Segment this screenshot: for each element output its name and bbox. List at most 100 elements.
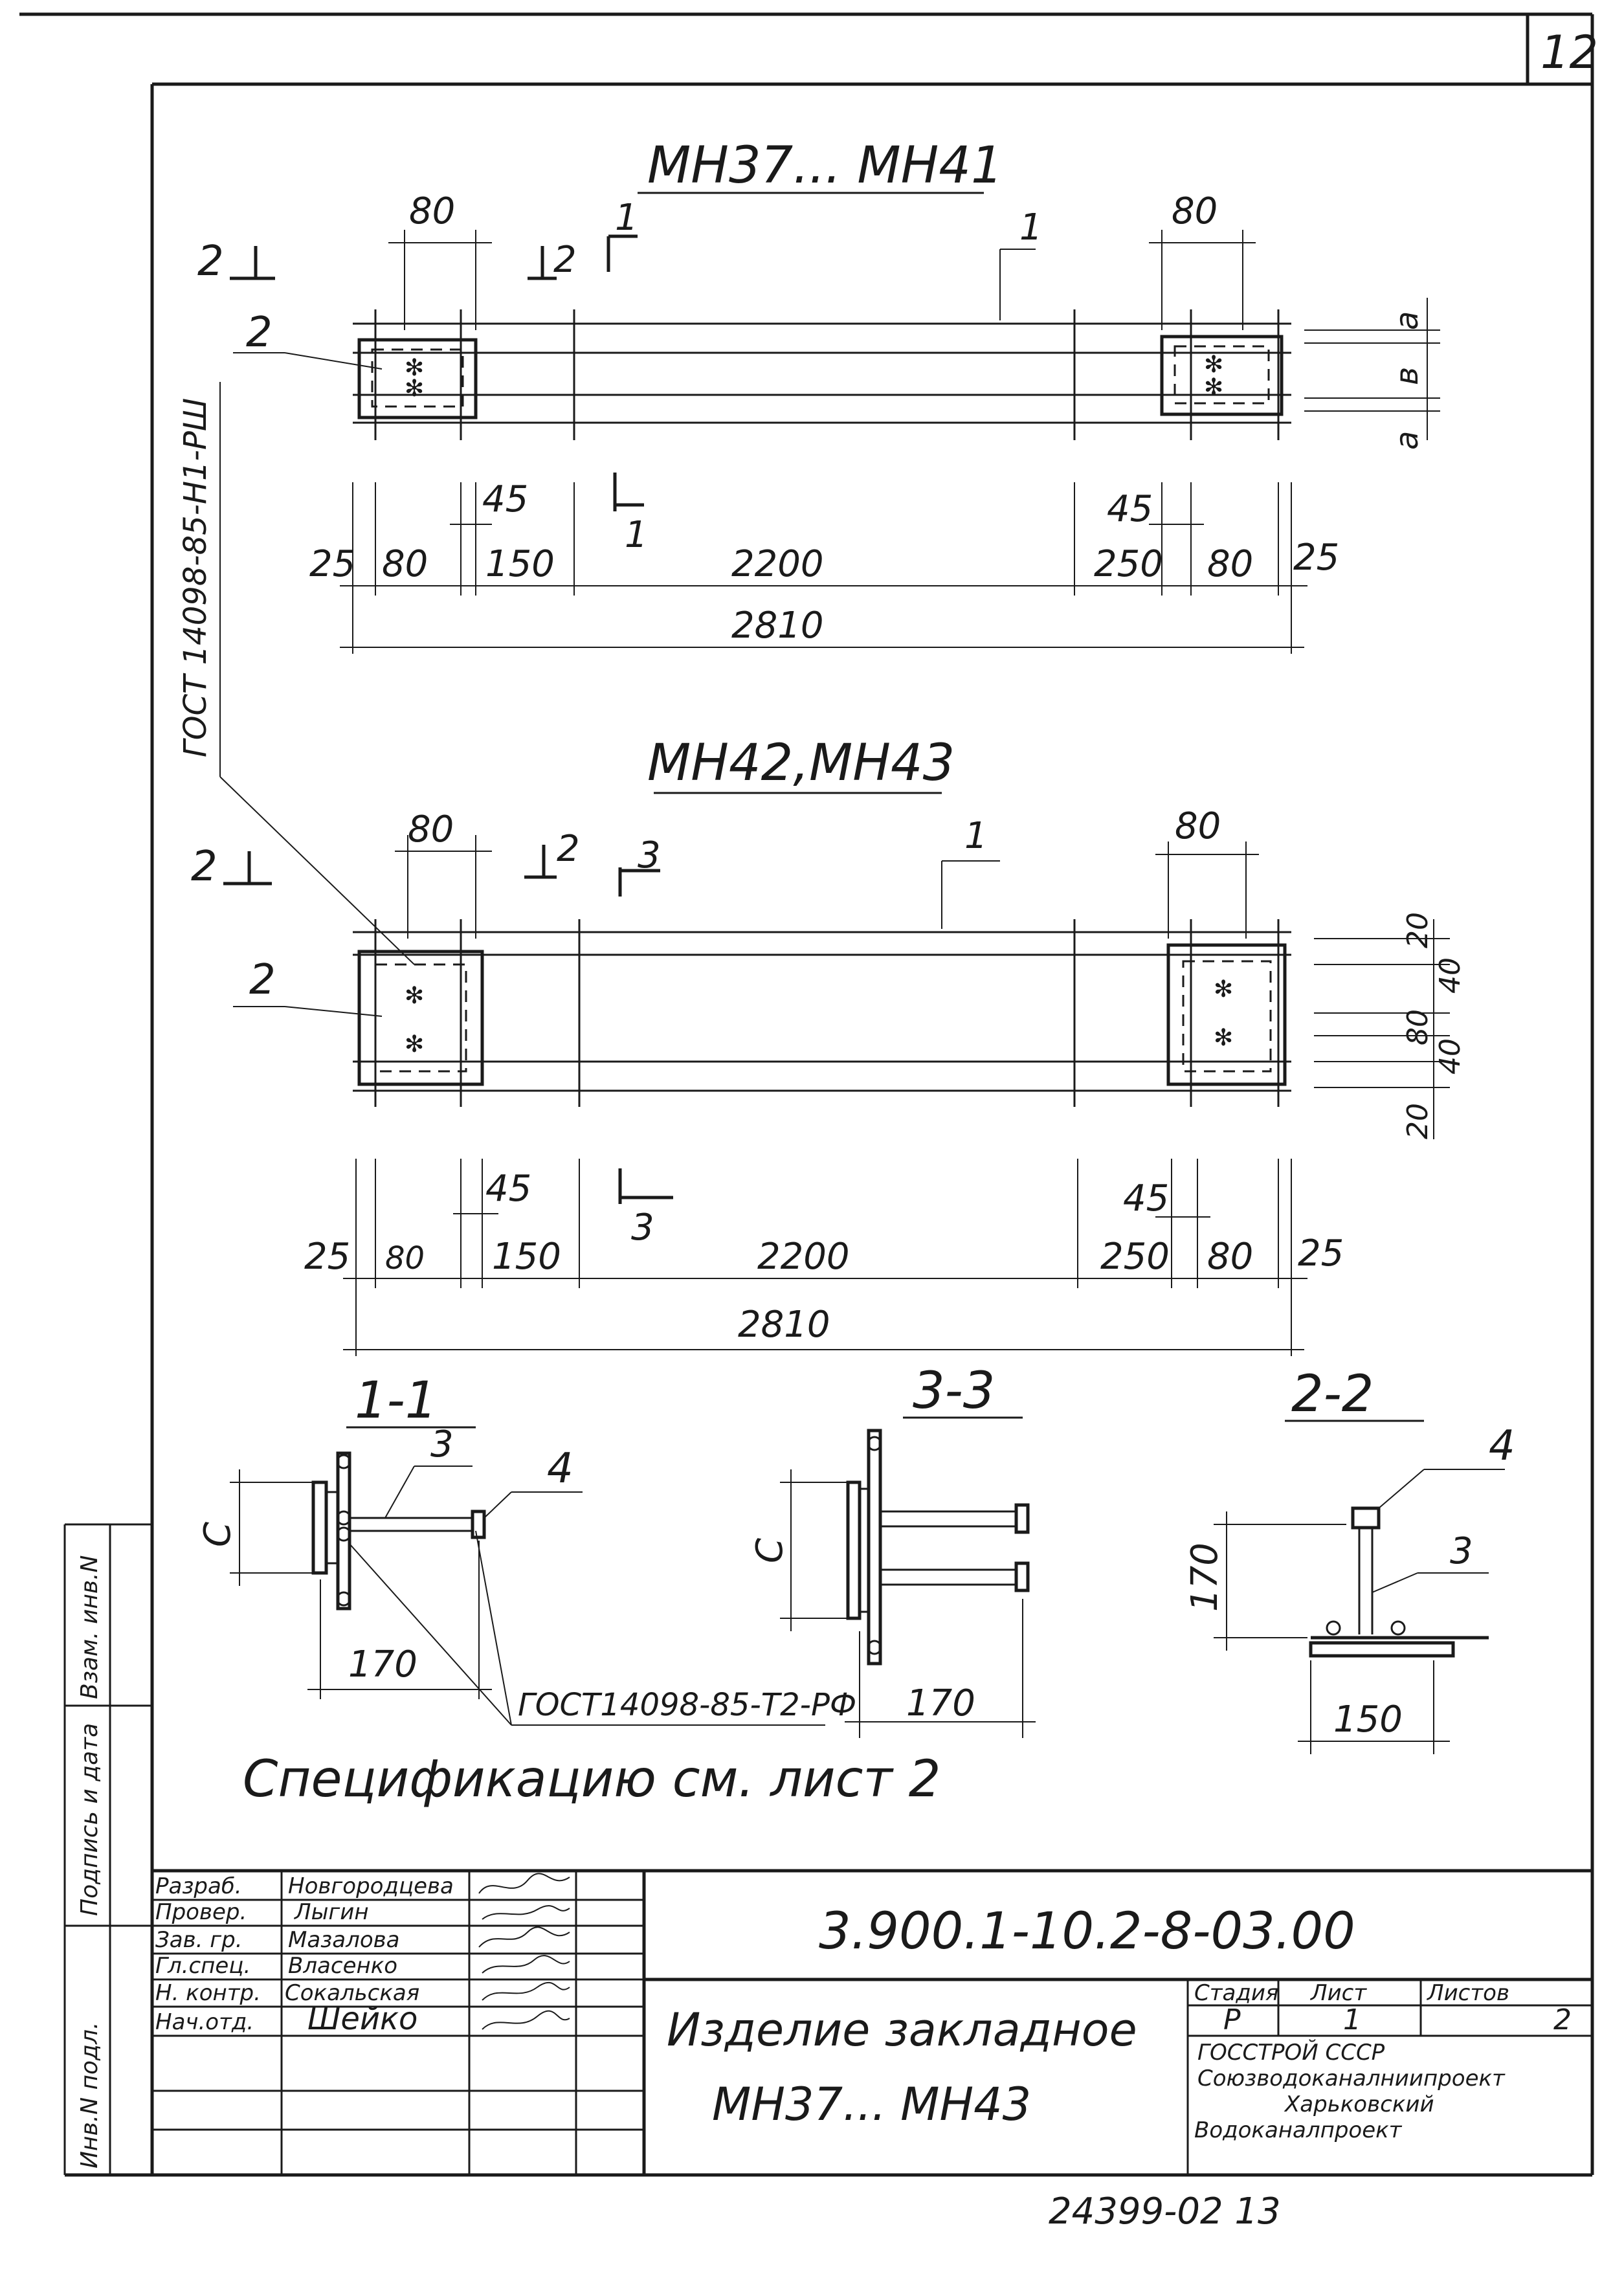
plan-top-cut-1-bottom: 1 [625, 514, 648, 556]
tb-name-1: Лыгин [293, 1899, 369, 1925]
section-2-2-pos-3: 3 [1450, 1530, 1473, 1572]
plan-top-side-a-bottom: a [1389, 431, 1425, 450]
section-1-1-dim-170: 170 [348, 1644, 417, 1686]
plan-bottom-side-80: 80 [1401, 1009, 1434, 1045]
plate-left-top [357, 338, 478, 419]
plan-top-dim-25-right: 25 [1293, 537, 1339, 579]
section-3-3-dim-170: 170 [906, 1682, 975, 1724]
plan-top-dim-150: 150 [485, 543, 555, 585]
plan-top-title: МН37... МН41 [647, 137, 1003, 195]
plan-bottom-dim-150: 150 [492, 1236, 561, 1278]
tb-role-2: Зав. гр. [155, 1927, 243, 1953]
archive-number: 24399-02 13 [1049, 2190, 1281, 2233]
gost-vertical-label: ГОСТ 14098-85-Н1-РШ [177, 398, 214, 757]
stamp-vzam-inv: Взам. инв.N [76, 1555, 103, 1699]
plan-top-dim-80-left-lower: 80 [382, 543, 428, 585]
plan-bottom-dim-80-right-lower: 80 [1207, 1236, 1253, 1278]
section-1-1: 1-1 C 170 3 4 [197, 1372, 583, 1699]
sheet-number: 12 [1541, 26, 1598, 79]
side-stamp [63, 1523, 152, 2176]
plan-bottom-side-20-bottom: 20 [1401, 1103, 1434, 1139]
gost-leader [219, 776, 415, 965]
svg-text:✻: ✻ [405, 355, 424, 381]
tb-stage-value: Р [1223, 2003, 1241, 2036]
plan-bottom-side-40-top: 40 [1434, 957, 1467, 994]
plan-bottom-dim-total: 2810 [738, 1304, 830, 1346]
plan-bottom-dim-80-left: 80 [408, 808, 454, 851]
plan-bottom-dim-25-right: 25 [1298, 1232, 1344, 1275]
plan-top-cut-2-inner: 2 [553, 239, 577, 281]
svg-text:✻: ✻ [405, 983, 424, 1009]
plan-bottom-cut-2-inner: 2 [557, 828, 580, 870]
tb-stage-header: Стадия [1194, 1980, 1278, 2006]
plan-bottom-callout-2: 2 [249, 956, 276, 1004]
section-2-2-dim-170: 170 [1184, 1543, 1226, 1612]
section-1-1-pos-4: 4 [547, 1445, 573, 1493]
svg-text:✻: ✻ [1214, 1025, 1233, 1051]
plan-bottom-cut-2-left: 2 [191, 843, 217, 891]
section-2-2-pos-4: 4 [1489, 1422, 1515, 1470]
tb-sheet-header: Лист [1309, 1980, 1367, 2006]
plan-top-side-a-top: a [1389, 311, 1425, 330]
plan-top-side-b: в [1389, 367, 1425, 385]
plan-bottom-dim-2200: 2200 [757, 1236, 850, 1278]
plan-bottom-dim-250: 250 [1100, 1236, 1170, 1278]
plan-bottom-side-20-top: 20 [1401, 912, 1434, 948]
svg-text:✻: ✻ [1204, 351, 1223, 378]
plate-right-bottom [1166, 943, 1287, 1086]
tb-org-line2: Союзводоканалниипроект [1197, 2066, 1506, 2091]
tb-item-name-2: МН37... МН43 [712, 2078, 1031, 2131]
plan-bottom-dim-45-left: 45 [485, 1168, 531, 1210]
tb-org-line1: ГОССТРОЙ СССР [1197, 2039, 1385, 2066]
tb-org-line3: Харьковский [1284, 2091, 1434, 2117]
section-3-3-title: 3-3 [913, 1362, 995, 1420]
plan-top: МН37... МН41 ✻ ✻ ✻ ✻ 80 80 2 [197, 137, 1440, 654]
svg-text:✻: ✻ [405, 375, 424, 402]
plan-top-dim-25-left: 25 [309, 543, 355, 585]
signatures [478, 1873, 570, 2030]
section-2-2-title: 2-2 [1291, 1365, 1374, 1423]
svg-text:✻: ✻ [405, 1031, 424, 1058]
stamp-inv-podl: Инв.N подл. [76, 2022, 103, 2168]
plan-top-dim-80-left: 80 [409, 190, 455, 232]
plan-bottom-dim-45-right: 45 [1123, 1177, 1169, 1220]
stamp-podpis-data: Подпись и дата [76, 1723, 103, 1916]
section-1-1-c: C [197, 1522, 239, 1547]
plan-bottom-dim-25-left: 25 [304, 1236, 350, 1278]
tb-name-3: Власенко [288, 1953, 397, 1979]
plan-bottom: МН42,МН43 ✻ ✻ ✻ ✻ 80 80 2 2 3 [191, 734, 1467, 1356]
tb-sheets-value: 2 [1553, 2003, 1572, 2036]
plan-top-callout-1: 1 [1019, 206, 1043, 249]
tb-name-0: Новгородцева [288, 1873, 454, 1899]
section-2-2: 2-2 170 150 3 4 [1184, 1365, 1515, 1754]
plan-bottom-side-40-bottom: 40 [1434, 1038, 1467, 1075]
tb-doc-code: 3.900.1-10.2-8-03.00 [819, 1902, 1355, 1961]
section-3-3-c: C [749, 1538, 791, 1563]
plan-top-dim-80-right-lower: 80 [1207, 543, 1253, 585]
section-1-1-pos-3: 3 [430, 1423, 454, 1466]
tb-name-4: Сокальская [285, 1980, 419, 2006]
spec-note: Спецификацию см. лист 2 [243, 1750, 940, 1809]
plan-top-dim-250: 250 [1094, 543, 1163, 585]
plan-top-cut-2-left: 2 [197, 238, 224, 285]
plan-bottom-title: МН42,МН43 [647, 734, 955, 792]
plan-top-dim-80-right: 80 [1172, 190, 1218, 232]
tb-role-3: Гл.спец. [155, 1953, 250, 1979]
section-2-2-dim-150: 150 [1333, 1699, 1403, 1741]
plan-top-dim-45-right: 45 [1107, 488, 1153, 530]
section-3-3: 3-3 C 170 [749, 1362, 1036, 1738]
tb-org-line4: Водоканалпроект [1194, 2117, 1403, 2143]
plan-top-cut-1: 1 [615, 197, 638, 239]
tb-sheet-value: 1 [1343, 2003, 1361, 2036]
gost-bottom-label: ГОСТ14098-85-Т2-РФ [518, 1687, 856, 1723]
plan-bottom-dim-80-right: 80 [1175, 805, 1221, 847]
plan-top-dim-45-left: 45 [482, 478, 528, 520]
plate-left-bottom [357, 950, 484, 1086]
svg-text:✻: ✻ [1204, 374, 1223, 401]
title-block [152, 1869, 1592, 2175]
tb-name-5: Шейко [307, 2001, 417, 2037]
sheet-frame [19, 12, 1594, 2177]
plan-bottom-dim-80-left-lower: 80 [385, 1240, 425, 1276]
plan-top-dim-total: 2810 [731, 605, 824, 647]
section-1-1-title: 1-1 [355, 1372, 437, 1430]
